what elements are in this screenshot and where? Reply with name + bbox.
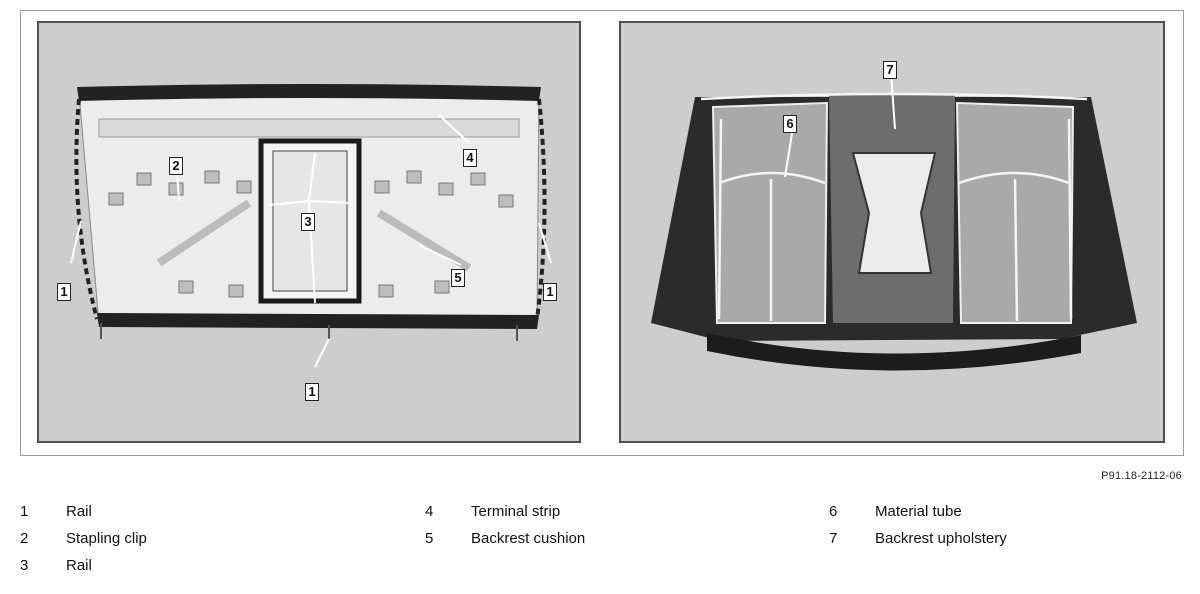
legend-label: Material tube <box>875 503 962 520</box>
callout-label: 6 <box>783 115 797 133</box>
legend-label: Backrest upholstery <box>875 530 1007 547</box>
legend-label: Terminal strip <box>471 503 561 520</box>
legend-number: 3 <box>20 557 29 574</box>
callout-label: 1 <box>57 283 71 301</box>
legend-number: 6 <box>829 503 838 520</box>
backrest-frame-illustration <box>39 23 579 441</box>
callout-label: 5 <box>451 269 465 287</box>
callout-label: 3 <box>301 213 315 231</box>
backrest-frame-photo: 2 4 3 5 1 1 1 <box>37 21 581 443</box>
legend-label: Backrest cushion <box>471 530 586 547</box>
legend-number: 5 <box>425 530 434 547</box>
legend: 1 Rail 2 Stapling clip 3 Rail 4 Terminal… <box>0 498 1200 588</box>
callout-label: 1 <box>305 383 319 401</box>
legend-number: 4 <box>425 503 434 520</box>
callout-label: 1 <box>543 283 557 301</box>
callout-label: 2 <box>169 157 183 175</box>
backrest-cushion-photo: 6 7 <box>619 21 1165 443</box>
callout-label: 7 <box>883 61 897 79</box>
figure-code: P91.18-2112-06 <box>1101 470 1182 482</box>
legend-label: Stapling clip <box>66 530 147 547</box>
backrest-cushion-illustration <box>621 23 1163 441</box>
legend-number: 1 <box>20 503 29 520</box>
legend-number: 2 <box>20 530 29 547</box>
legend-label: Rail <box>66 557 92 574</box>
figure-frame: 2 4 3 5 1 1 1 <box>20 10 1184 456</box>
legend-number: 7 <box>829 530 838 547</box>
callout-label: 4 <box>463 149 477 167</box>
legend-label: Rail <box>66 503 92 520</box>
